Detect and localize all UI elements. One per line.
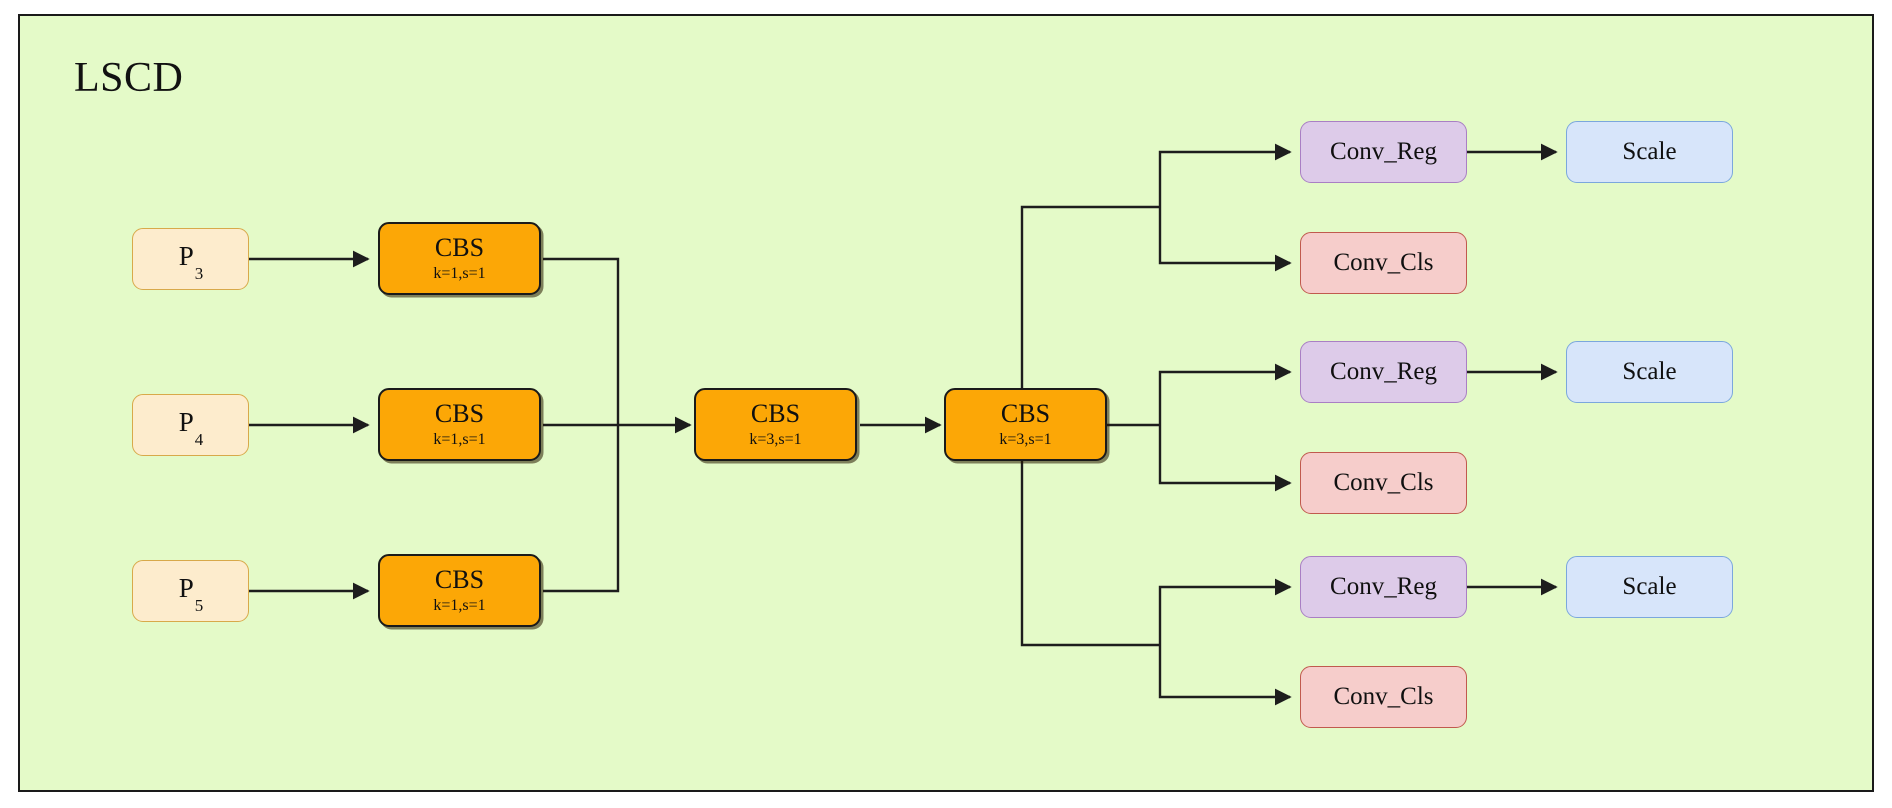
scale-node-2[interactable]: Scale xyxy=(1566,341,1733,403)
input-label-p5: P5 xyxy=(178,573,204,615)
conv-cls-node-2[interactable]: Conv_Cls xyxy=(1300,452,1467,514)
conv-reg-label-2: Conv_Reg xyxy=(1330,357,1437,385)
scale-node-1[interactable]: Scale xyxy=(1566,121,1733,183)
conv-reg-label-3: Conv_Reg xyxy=(1330,572,1437,600)
input-label-p4: P4 xyxy=(178,407,204,449)
scale-label-1: Scale xyxy=(1622,137,1677,165)
cbs-node-stem-2[interactable]: CBS k=1,s=1 xyxy=(378,388,541,461)
conv-reg-node-3[interactable]: Conv_Reg xyxy=(1300,556,1467,618)
scale-label-3: Scale xyxy=(1622,572,1677,600)
cbs-node-shared-1[interactable]: CBS k=3,s=1 xyxy=(694,388,857,461)
cbs-title-shared-2: CBS xyxy=(1000,399,1051,429)
cbs-node-stem-1[interactable]: CBS k=1,s=1 xyxy=(378,222,541,295)
conv-reg-label-1: Conv_Reg xyxy=(1330,137,1437,165)
input-node-p5[interactable]: P5 xyxy=(132,560,249,622)
conv-cls-node-3[interactable]: Conv_Cls xyxy=(1300,666,1467,728)
cbs-params-shared-2: k=3,s=1 xyxy=(999,430,1052,448)
cbs-params-stem-1: k=1,s=1 xyxy=(433,264,486,282)
cbs-title-shared-1: CBS xyxy=(750,399,801,429)
cbs-node-shared-2[interactable]: CBS k=3,s=1 xyxy=(944,388,1107,461)
cbs-title-stem-2: CBS xyxy=(434,399,485,429)
input-node-p3[interactable]: P3 xyxy=(132,228,249,290)
input-label-p3: P3 xyxy=(178,241,204,283)
cbs-title-stem-3: CBS xyxy=(434,565,485,595)
scale-label-2: Scale xyxy=(1622,357,1677,385)
cbs-title-stem-1: CBS xyxy=(434,233,485,263)
scale-node-3[interactable]: Scale xyxy=(1566,556,1733,618)
conv-reg-node-2[interactable]: Conv_Reg xyxy=(1300,341,1467,403)
conv-cls-label-2: Conv_Cls xyxy=(1333,468,1434,496)
cbs-params-stem-2: k=1,s=1 xyxy=(433,430,486,448)
cbs-params-stem-3: k=1,s=1 xyxy=(433,596,486,614)
conv-cls-label-1: Conv_Cls xyxy=(1333,248,1434,276)
cbs-node-stem-3[interactable]: CBS k=1,s=1 xyxy=(378,554,541,627)
conv-cls-label-3: Conv_Cls xyxy=(1333,682,1434,710)
conv-cls-node-1[interactable]: Conv_Cls xyxy=(1300,232,1467,294)
cbs-params-shared-1: k=3,s=1 xyxy=(749,430,802,448)
conv-reg-node-1[interactable]: Conv_Reg xyxy=(1300,121,1467,183)
module-title: LSCD xyxy=(74,55,184,101)
input-node-p4[interactable]: P4 xyxy=(132,394,249,456)
